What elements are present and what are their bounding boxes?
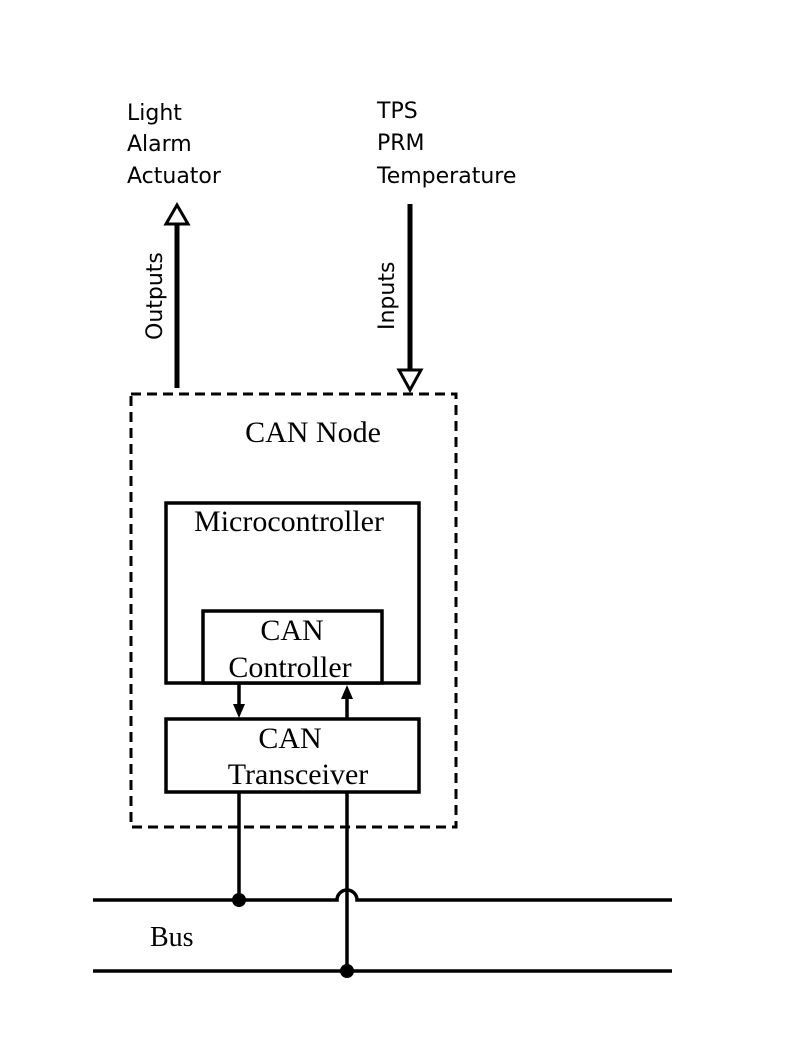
bus: Bus [93,888,672,978]
output-light: Light [127,101,182,126]
output-alarm: Alarm [127,132,192,157]
inputs-arrow-label: Inputs [375,262,400,330]
can-node-title: CAN Node [245,416,381,449]
transceiver-to-controller-arrow [341,685,353,719]
controller-to-transceiver-arrow [233,683,245,718]
can-transceiver-box [164,717,421,794]
input-prm: PRM [377,131,425,156]
can-node-boundary [129,392,458,829]
input-list: TPS PRM Temperature [376,99,516,189]
bus-junction-high [232,893,246,907]
input-tps: TPS [376,99,418,124]
inputs-arrow-head [396,368,424,394]
can-controller-label-line1: CAN [260,614,323,647]
microcontroller-label: Microcontroller [194,505,384,538]
can-controller-label-line2: Controller [228,651,351,684]
output-list: Light Alarm Actuator [127,101,222,189]
bus-line-high [93,888,672,902]
can-transceiver-label-line2: Transceiver [228,758,369,791]
inputs-arrow: Inputs [375,204,424,394]
can-transceiver-label-line1: CAN [258,722,321,755]
input-temperature: Temperature [376,164,516,189]
outputs-arrow: Outputs [143,202,191,388]
bus-junction-low [340,964,354,978]
outputs-arrow-head [163,202,191,226]
can-controller-box [201,609,384,685]
output-actuator: Actuator [127,164,222,189]
bus-label: Bus [150,922,194,953]
outputs-arrow-label: Outputs [143,252,168,340]
